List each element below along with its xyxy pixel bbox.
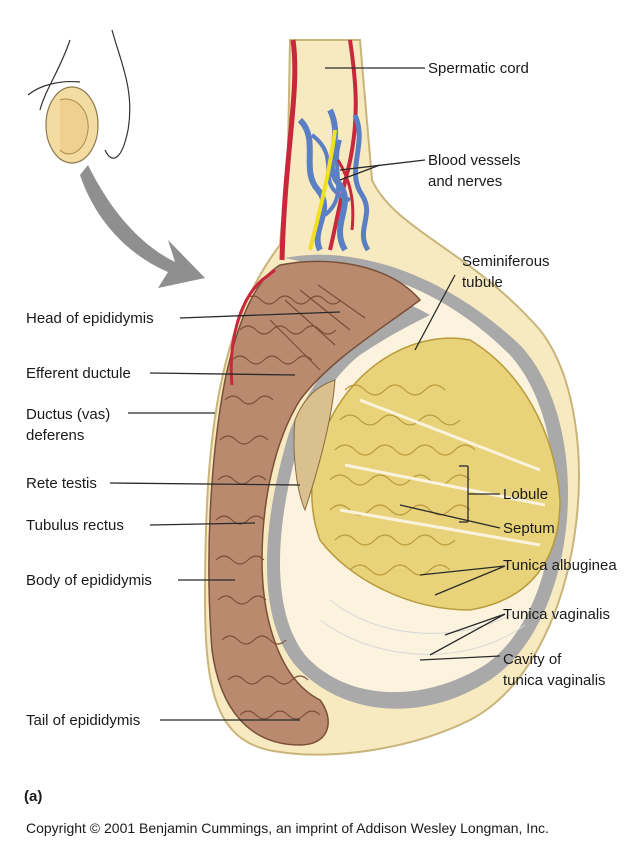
label-ductus-line2: deferens — [26, 426, 84, 445]
label-efferent-ductule: Efferent ductule — [26, 364, 131, 383]
label-head-of-epididymis: Head of epididymis — [26, 309, 154, 328]
label-tail-of-epididymis: Tail of epididymis — [26, 711, 140, 730]
label-tunica-vaginalis: Tunica vaginalis — [503, 605, 610, 624]
label-seminiferous-line2: tubule — [462, 273, 503, 292]
pointer-arrow — [80, 165, 205, 288]
label-tunica-albuginea: Tunica albuginea — [503, 556, 617, 575]
label-spermatic-cord: Spermatic cord — [428, 59, 529, 78]
label-septum: Septum — [503, 519, 555, 538]
label-rete-testis: Rete testis — [26, 474, 97, 493]
label-cavity-line1: Cavity of — [503, 650, 561, 669]
copyright-notice: Copyright © 2001 Benjamin Cummings, an i… — [26, 820, 549, 836]
label-body-of-epididymis: Body of epididymis — [26, 571, 152, 590]
label-lobule: Lobule — [503, 485, 548, 504]
inset-sketch — [28, 30, 130, 163]
label-seminiferous-line1: Seminiferous — [462, 252, 550, 271]
label-cavity-line2: tunica vaginalis — [503, 671, 606, 690]
label-blood-vessels-line2: and nerves — [428, 172, 502, 191]
label-ductus-line1: Ductus (vas) — [26, 405, 110, 424]
label-blood-vessels-line1: Blood vessels — [428, 151, 521, 170]
label-tubulus-rectus: Tubulus rectus — [26, 516, 124, 535]
panel-label: (a) — [24, 788, 42, 805]
